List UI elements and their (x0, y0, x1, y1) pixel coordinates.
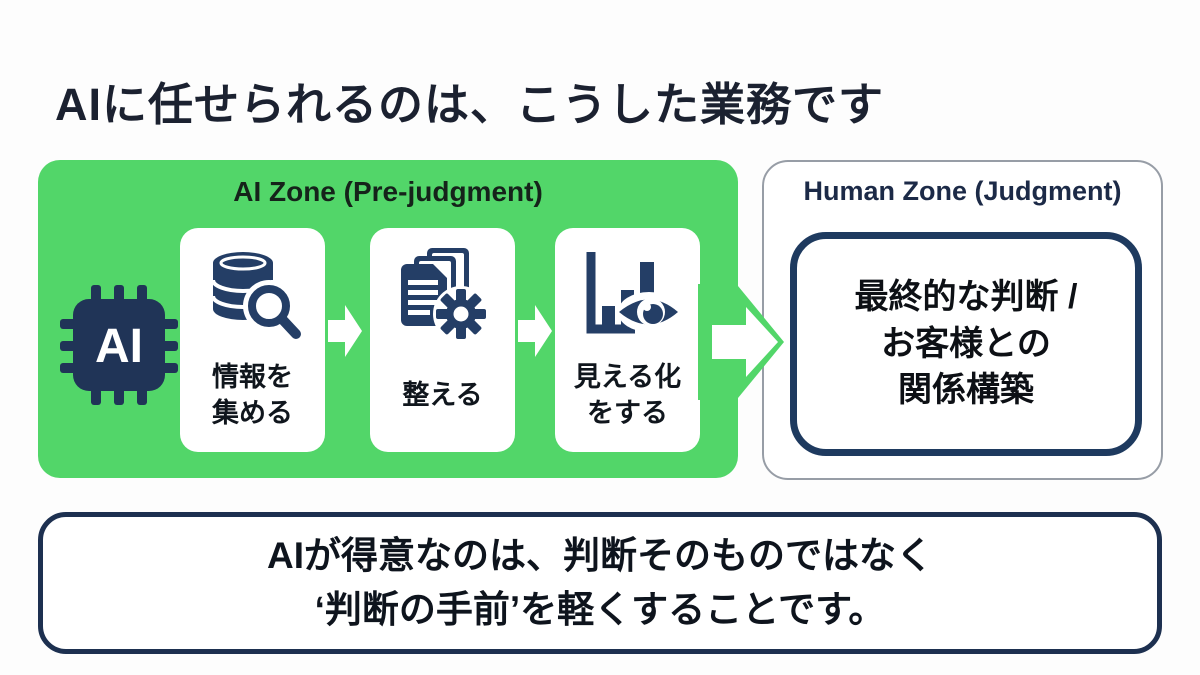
ai-zone-label: AI Zone (Pre-judgment) (233, 176, 543, 207)
task-card-label: 見える化 をする (574, 349, 681, 452)
task-card-line: 見える化 (573, 362, 682, 393)
human-zone-box: 最終的な判断 / お客様との 関係構築 (790, 232, 1142, 456)
zone-transition-arrow-icon (698, 284, 786, 405)
task-card-gather: 情報を 集める (180, 228, 325, 452)
task-card-visualize: 見える化 をする (555, 228, 700, 452)
task-card-line: をする (586, 397, 668, 428)
human-zone-label: Human Zone (Judgment) (803, 176, 1122, 206)
chart-eye-icon (577, 248, 680, 349)
task-card-label: 情報を 集める (212, 349, 293, 452)
ai-zone-panel: AI Zone (Pre-judgment) (38, 160, 738, 478)
page-title: AIに任せられるのは、こうした業務です (55, 79, 885, 130)
task-card-line: 整える (402, 379, 483, 410)
human-zone-panel: Human Zone (Judgment) 最終的な判断 / お客様との 関係構… (762, 160, 1163, 480)
flow-arrow-icon (518, 303, 554, 364)
task-card-label: 整える (402, 349, 482, 452)
database-search-icon (203, 248, 303, 349)
task-card-line: 集める (212, 397, 293, 428)
flow-arrow-icon (328, 303, 364, 364)
ai-chip-label: AI (95, 320, 143, 373)
task-card-line: 情報を (212, 362, 293, 393)
key-message-box: AIが得意なのは、判断そのものではなく ‘判断の手前’を軽くすることです。 (38, 512, 1162, 654)
key-message-line: AIが得意なのは、判断そのものではなく (267, 535, 933, 577)
ai-chip-icon: AI (60, 285, 178, 410)
human-zone-line: 最終的な判断 / (854, 277, 1078, 316)
key-message-line: ‘判断の手前’を軽くすることです。 (314, 589, 886, 630)
human-zone-line: 関係構築 (898, 371, 1034, 410)
documents-gear-icon (393, 248, 493, 349)
task-card-organize: 整える (370, 228, 515, 452)
human-zone-line: お客様との (881, 324, 1051, 363)
